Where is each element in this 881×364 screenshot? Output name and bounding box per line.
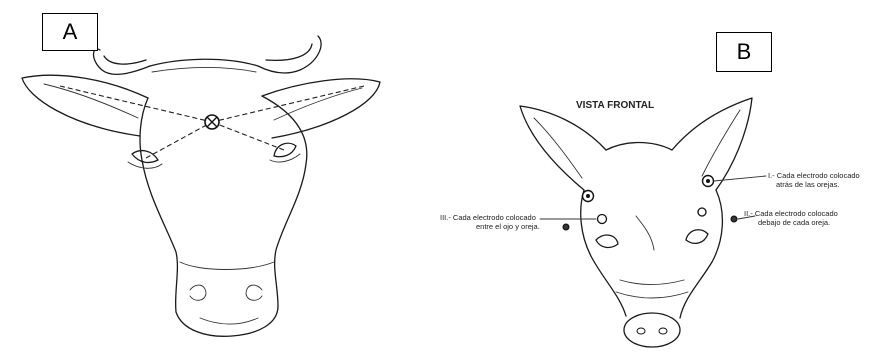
annotation-i-line1: I.- Cada electrodo colocado xyxy=(768,171,860,180)
annotation-iii-line2: entre el ojo y oreja. xyxy=(476,222,540,231)
annotation-ii-line1: II.- Cada electrodo colocado xyxy=(744,209,838,218)
annotation-ii-line2: debajo de cada oreja. xyxy=(758,218,830,227)
panel-label-b: B xyxy=(716,32,772,72)
pig-head-drawing xyxy=(520,98,766,347)
cow-head-drawing xyxy=(22,36,380,336)
annotation-i-line2: atrás de las orejas. xyxy=(776,180,839,189)
panel-label-a: A xyxy=(42,13,98,51)
vista-frontal-title: VISTA FRONTAL xyxy=(576,100,654,111)
annotation-iii-line1: III.- Cada electrodo colocado xyxy=(440,213,536,222)
